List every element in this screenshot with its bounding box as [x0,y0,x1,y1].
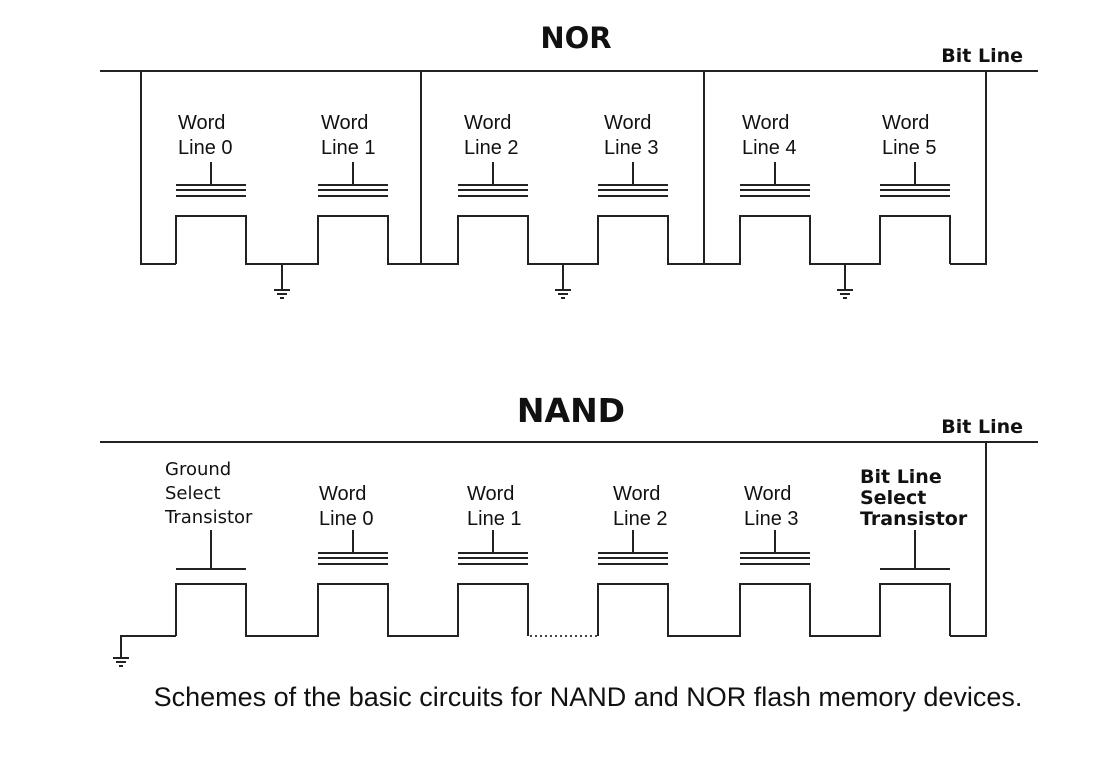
nand-gate-1 [458,530,528,565]
nor-cell-3-label-1: Word [604,112,651,134]
nor-cell-4-label-2: Line 4 [742,137,797,159]
nand-cell-0-label-1: Word [319,483,366,505]
nor-gate-0 [176,162,246,197]
nand-cell-3-label-1: Word [744,483,791,505]
nor-gate-5 [880,162,950,197]
ground-select-label-1: Ground [165,459,231,480]
bitline-select-label-3: Transistor [860,508,968,530]
nand-cell-1-label-2: Line 1 [467,508,522,530]
nor-cell-0-label-1: Word [178,112,225,134]
nand-ground-wire [120,635,176,658]
nand-cell-1-label-1: Word [467,483,514,505]
nor-bit-line-label: Bit Line [941,45,1023,67]
nand-bit-line-label: Bit Line [941,416,1023,438]
nor-ground-3 [837,264,853,299]
nand-cell-2-label-2: Line 2 [613,508,668,530]
nor-cell-5-label-1: Word [882,112,929,134]
nor-transistor-chain [175,215,951,265]
nor-cell-5-label-2: Line 5 [882,137,937,159]
nor-left-rail [140,71,176,265]
ground-select-label-3: Transistor [164,507,253,528]
nor-ground-1 [274,264,290,299]
nand-bitline-select-gate [880,530,950,570]
nand-cell-3-label-2: Line 3 [744,508,799,530]
nand-right-rail [950,442,987,637]
nand-ground-icon [113,657,129,667]
nor-section: NOR Bit Line [100,21,1038,299]
nand-chain-right [597,583,951,637]
nor-cell-1-label-2: Line 1 [321,137,376,159]
nand-cell-2-label-1: Word [613,483,660,505]
nand-title: NAND [517,391,625,430]
nor-cell-1-label-1: Word [321,112,368,134]
nand-gate-2 [598,530,668,565]
nand-cell-0-label-2: Line 0 [319,508,374,530]
nor-cell-4-label-1: Word [742,112,789,134]
nor-right-rail [950,71,987,265]
nand-section: NAND Bit Line [100,391,1038,667]
bitline-select-label-2: Select [860,487,926,509]
nor-gate-3 [598,162,668,197]
nor-cell-2-label-2: Line 2 [464,137,519,159]
nor-cell-2-label-1: Word [464,112,511,134]
nor-title: NOR [540,21,611,55]
nand-ground-select-gate [176,530,246,570]
nor-ground-2 [555,264,571,299]
nor-gate-4 [740,162,810,197]
nor-cell-3-label-2: Line 3 [604,137,659,159]
nand-chain-left [175,583,529,637]
bitline-select-label-1: Bit Line [860,466,942,488]
nand-gate-0 [318,530,388,565]
nor-gate-1 [318,162,388,197]
ground-select-label-2: Select [165,483,221,504]
nand-gate-3 [740,530,810,565]
nor-gate-2 [458,162,528,197]
figure-caption: Schemes of the basic circuits for NAND a… [154,682,1023,712]
nor-cell-0-label-2: Line 0 [178,137,233,159]
